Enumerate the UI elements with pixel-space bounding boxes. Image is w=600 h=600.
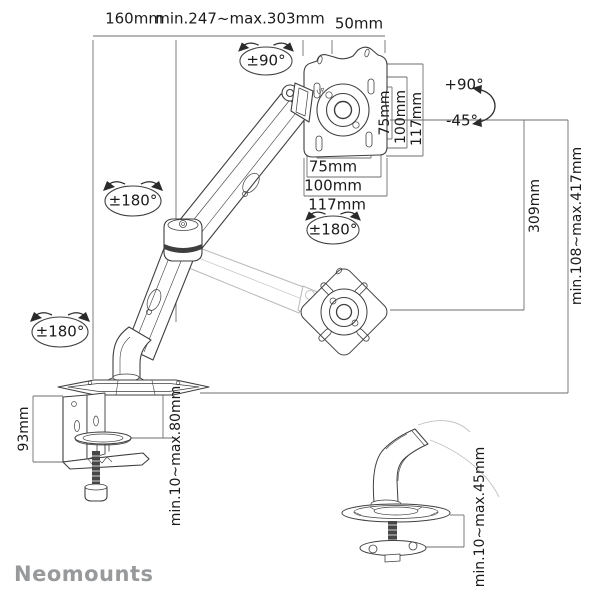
angle-head-swivel-label: ±90°: [246, 51, 286, 70]
dim-vesa-117-horizontal-label: 117mm: [308, 195, 366, 214]
angle-vesa-joint-label: ±180°: [308, 220, 358, 239]
dim-vertical-travel-label: 309mm: [527, 179, 543, 233]
dim-vesa-100-vertical-label: 100mm: [393, 90, 409, 144]
angle-base-joint-label: ±180°: [35, 322, 85, 341]
tilt-arc: [472, 85, 496, 127]
dim-height-range-label: min.108~max.417mm: [569, 146, 585, 306]
dim-vesa-117-vertical-label: 117mm: [409, 92, 425, 146]
dim-grommet-desk-thickness-label: min.10~max.45mm: [472, 446, 488, 588]
dim-vesa-75-vertical-label: 75mm: [377, 90, 393, 136]
angle-tilt-up-label: +90°: [444, 75, 484, 94]
vesa-plate-rotated: [300, 267, 388, 356]
dim-vesa-100-horizontal-label: 100mm: [304, 176, 362, 195]
dim-head-depth-label: 50mm: [334, 14, 384, 33]
dim-clamp-height-label: 93mm: [16, 406, 32, 452]
angle-upper-joint-label: ±180°: [108, 191, 158, 210]
dim-clamp-desk-thickness-label: min.10~max.80mm: [168, 385, 184, 527]
grommet-mount-drawing: [341, 420, 500, 563]
brand-logo: Neomounts: [14, 562, 154, 586]
rotation-indicators: [29, 41, 496, 348]
dim-vesa-75-horizontal-label: 75mm: [308, 157, 358, 176]
dim-base-depth-label: 160mm: [105, 9, 163, 28]
vesa-plate-front: [301, 46, 388, 158]
monitor-arm: [57, 82, 314, 502]
angle-tilt-down-label: -45°: [446, 111, 478, 130]
dim-arm-extension-label: min.247~max.303mm: [155, 9, 325, 28]
